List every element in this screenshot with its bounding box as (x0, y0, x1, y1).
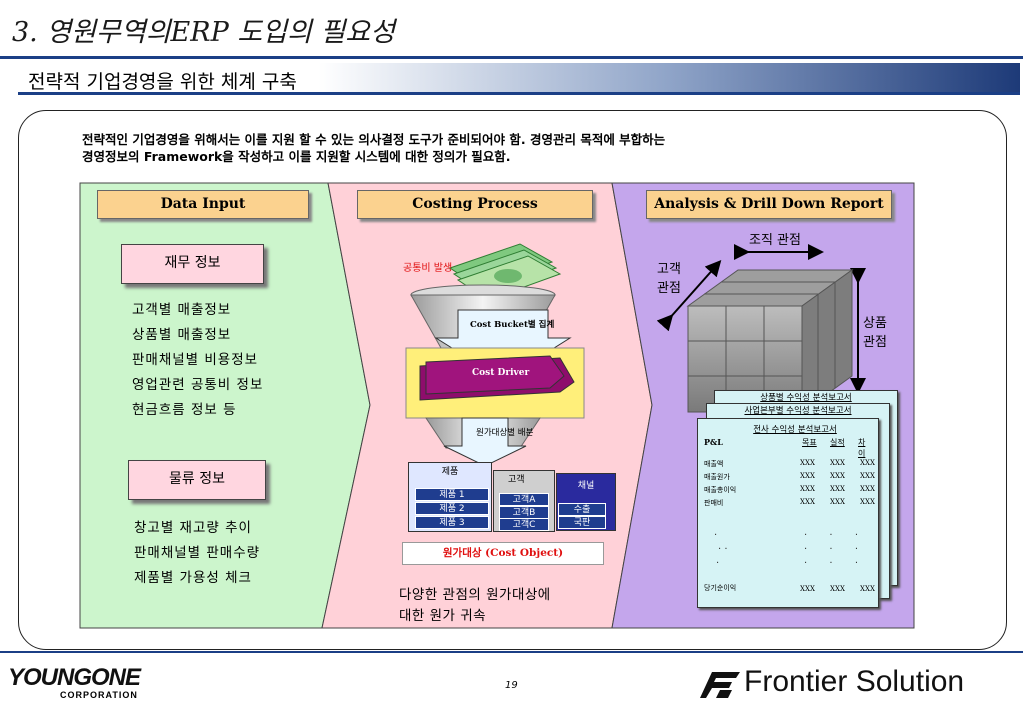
row-label: 매출액 (704, 460, 724, 468)
report-cell: XXX (800, 472, 815, 480)
list-item: 판매채널별 판매수량 (134, 545, 261, 561)
product-item: 제품 3 (415, 516, 489, 529)
list-item: 상품별 매출정보 (132, 327, 232, 343)
col-diff: 차이 (858, 438, 866, 458)
financial-info-box: 재무 정보 (121, 244, 264, 284)
report-cell: XXX (800, 485, 815, 493)
view-arrows (656, 244, 866, 394)
row-label: 판매비 (704, 499, 724, 507)
page-number: 19 (505, 680, 518, 691)
cost-driver-label: Cost Driver (472, 368, 530, 378)
logistics-info-list: 창고별 재고량 추이 판매채널별 판매수량 제품별 가용성 체크 (134, 516, 260, 591)
channel-item: 국판 (558, 516, 606, 529)
allocation-label: 원가대상별 배분 (476, 428, 534, 438)
report-company: 전사 수익성 분석보고서 P&L 목표 실적 차이 매출액 매출원가 매출총이익… (697, 418, 879, 608)
report-cell: XXX (800, 498, 815, 506)
cost-bucket-label: Cost Bucket별 집계 (470, 320, 555, 330)
data-cube-icon (686, 269, 854, 413)
pl-label: P&L (704, 437, 723, 447)
costing-header: Costing Process (357, 190, 593, 219)
youngone-logo: YOUNGONE (8, 664, 141, 691)
col-target: 목표 (802, 438, 817, 447)
report-cell: XXX (860, 585, 875, 593)
common-cost-label: 공통비 발생 (403, 263, 453, 274)
customer-tab-label: 고객 (508, 475, 525, 485)
report-cell: XXX (830, 485, 845, 493)
youngone-logo-sub: CORPORATION (60, 690, 138, 700)
report-cell: XXX (800, 459, 815, 467)
report-cell: XXX (830, 472, 845, 480)
net-income-label: 당기순이익 (704, 584, 737, 592)
report-cell: XXX (830, 585, 845, 593)
list-item: 고객별 매출정보 (132, 302, 232, 318)
list-item: 제품별 가용성 체크 (134, 570, 252, 586)
report-cell: XXX (830, 459, 845, 467)
customer-item: 고객A (499, 493, 549, 506)
logistics-info-box: 물류 정보 (128, 460, 266, 500)
report-cell: XXX (830, 498, 845, 506)
row-label: 매출총이익 (704, 486, 737, 494)
section-title: 전략적 기업경영을 위한 체계 구축 (28, 71, 297, 93)
product-view-label: 상품 관점 (863, 314, 887, 352)
col-actual: 실적 (830, 438, 845, 447)
intro-text: 전략적인 기업경영을 위해서는 이를 지원 할 수 있는 의사결정 도구가 준비… (82, 131, 942, 165)
list-item: 창고별 재고량 추이 (134, 520, 252, 536)
product-view-line-1: 상품 (863, 316, 887, 331)
report-product-title: 상품별 수익성 분석보고서 (760, 393, 852, 403)
channel-tab-label: 채널 (577, 481, 595, 491)
report-cell: XXX (860, 485, 875, 493)
product-item: 제품 2 (415, 502, 489, 515)
customer-item: 고객C (499, 518, 549, 531)
report-cell: XXX (860, 498, 875, 506)
financial-info-list: 고객별 매출정보 상품별 매출정보 판매채널별 비용정보 영업관련 공통비 정보… (132, 298, 263, 423)
row-label: 매출원가 (704, 473, 730, 481)
report-cell: XXX (860, 472, 875, 480)
data-input-header: Data Input (97, 190, 309, 219)
footer-rule (0, 651, 1023, 653)
report-cell: XXX (800, 585, 815, 593)
customer-view-arrow (656, 260, 722, 332)
title-rule (0, 56, 1023, 59)
product-tab-label: 제품 (441, 467, 459, 477)
list-item: 판매채널별 비용정보 (132, 352, 259, 368)
page-title: 3. 영원무역의ERP 도입의 필요성 (12, 17, 395, 48)
costing-caption-line-1: 다양한 관점의 원가대상에 (399, 587, 551, 603)
report-company-title: 전사 수익성 분석보고서 (753, 425, 837, 435)
channel-item: 수출 (558, 503, 606, 516)
intro-line-2: 경영정보의 Framework을 작성하고 이를 지원할 시스템에 대한 정의가… (82, 149, 511, 164)
analysis-header: Analysis & Drill Down Report (646, 190, 892, 219)
section-band: 전략적 기업경영을 위한 체계 구축 (18, 63, 1020, 95)
list-item: 영업관련 공통비 정보 (132, 377, 264, 393)
report-cell: XXX (860, 459, 875, 467)
product-view-line-2: 관점 (863, 335, 887, 350)
cost-object-box: 원가대상 (Cost Object) (402, 542, 604, 565)
costing-caption: 다양한 관점의 원가대상에 대한 원가 귀속 (399, 585, 551, 627)
frontier-logo-icon (700, 672, 740, 698)
report-division-title: 사업본부별 수익성 분석보고서 (744, 406, 852, 416)
frontier-logo: Frontier Solution (744, 665, 965, 698)
intro-line-1: 전략적인 기업경영을 위해서는 이를 지원 할 수 있는 의사결정 도구가 준비… (82, 132, 666, 147)
costing-caption-line-2: 대한 원가 귀속 (399, 608, 487, 624)
costing-funnel (405, 243, 585, 467)
product-item: 제품 1 (415, 488, 489, 501)
list-item: 현금흐름 정보 등 (132, 402, 237, 418)
